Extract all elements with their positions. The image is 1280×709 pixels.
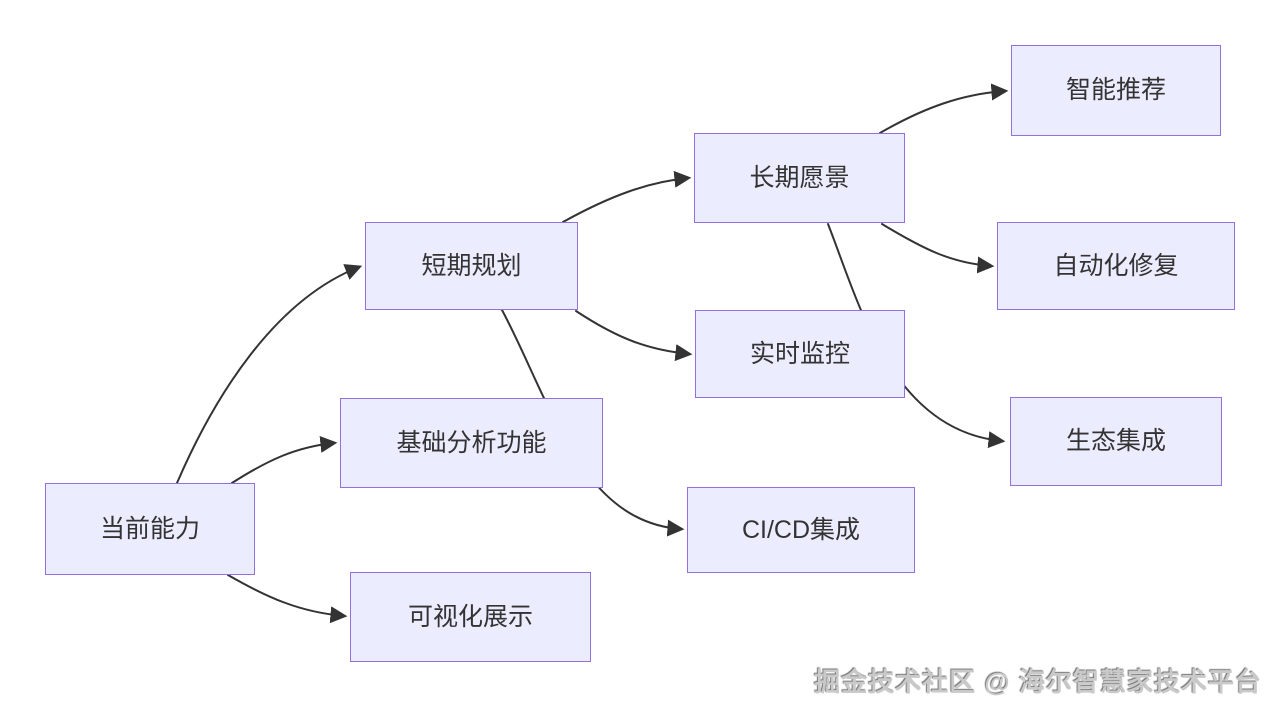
node-short-term: 短期规划 xyxy=(365,222,578,310)
node-long-term: 长期愿景 xyxy=(694,133,905,223)
edge-current-to-visualization xyxy=(227,574,348,624)
node-current: 当前能力 xyxy=(45,483,255,575)
edge-long-term-to-smart-recommend xyxy=(879,83,1009,134)
node-label: 生态集成 xyxy=(1065,427,1166,455)
node-label: 长期愿景 xyxy=(749,163,850,192)
node-label: 短期规划 xyxy=(421,251,522,280)
node-realtime-monitor: 实时监控 xyxy=(695,310,905,398)
node-label: 当前能力 xyxy=(99,514,200,543)
node-cicd: CI/CD集成 xyxy=(687,487,915,573)
edge-short-term-to-realtime-monitor xyxy=(575,310,693,362)
watermark: 掘金技术社区 @ 海尔智慧家技术平台 xyxy=(814,667,1262,697)
node-label: 实时监控 xyxy=(749,339,850,368)
edge-current-to-short-term xyxy=(176,264,363,484)
edge-current-to-basic-analysis xyxy=(231,435,338,484)
node-eco-integration: 生态集成 xyxy=(1010,397,1222,486)
edge-long-term-to-auto-fix xyxy=(881,223,995,274)
edge-short-term-to-long-term xyxy=(562,170,692,223)
node-label: CI/CD集成 xyxy=(741,515,861,544)
node-label: 自动化修复 xyxy=(1053,251,1179,280)
node-visualization: 可视化展示 xyxy=(350,572,591,662)
node-label: 可视化展示 xyxy=(407,602,533,631)
node-label: 基础分析功能 xyxy=(396,428,547,457)
node-auto-fix: 自动化修复 xyxy=(997,222,1235,310)
node-basic-analysis: 基础分析功能 xyxy=(340,398,603,488)
node-smart-recommend: 智能推荐 xyxy=(1011,45,1221,136)
node-label: 智能推荐 xyxy=(1065,76,1166,104)
